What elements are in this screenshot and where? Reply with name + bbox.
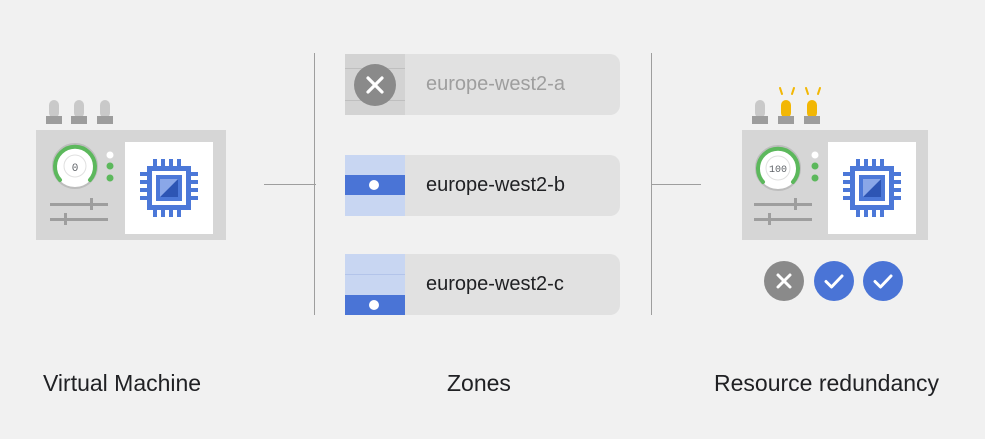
- virtual-machine-illustration: 0: [36, 100, 226, 240]
- led-light: [106, 174, 114, 182]
- gauge-value: 0: [72, 163, 79, 175]
- slider-controls: [50, 198, 108, 225]
- server-rack-icon: [345, 254, 405, 315]
- led-light: [106, 151, 114, 159]
- divider-left: [314, 53, 315, 315]
- redundant-machine-illustration: 100: [742, 87, 928, 240]
- gauge-icon: [52, 143, 98, 189]
- led-light: [811, 162, 819, 170]
- gauge-value: 100: [769, 165, 787, 176]
- caption-resource-redundancy: Resource redundancy: [714, 370, 940, 396]
- led-light: [106, 162, 114, 170]
- zone-row: europe-west2-c: [345, 254, 620, 315]
- indicator-bulbs: [752, 100, 820, 124]
- zone-name: europe-west2-a: [426, 73, 565, 95]
- caption-virtual-machine: Virtual Machine: [43, 370, 202, 396]
- check-icon: [814, 261, 854, 301]
- zone-row: europe-west2-a: [345, 54, 620, 115]
- server-rack-icon: [345, 155, 405, 216]
- slider-controls: [754, 198, 812, 225]
- close-icon: [764, 261, 804, 301]
- close-icon: [354, 64, 396, 106]
- alert-rays: [779, 87, 821, 95]
- zone-name: europe-west2-c: [426, 273, 564, 295]
- cpu-chip-icon: [843, 159, 901, 217]
- zone-row: europe-west2-b: [345, 155, 620, 216]
- caption-zones: Zones: [447, 370, 511, 396]
- cpu-chip-icon: [140, 159, 198, 217]
- led-light: [811, 174, 819, 182]
- zone-name: europe-west2-b: [426, 174, 565, 196]
- connector-line-right: [651, 184, 701, 185]
- gauge-icon: [755, 145, 801, 191]
- indicator-bulbs: [46, 100, 113, 124]
- check-icon: [863, 261, 903, 301]
- led-light: [811, 151, 819, 159]
- connector-line-left: [264, 184, 316, 185]
